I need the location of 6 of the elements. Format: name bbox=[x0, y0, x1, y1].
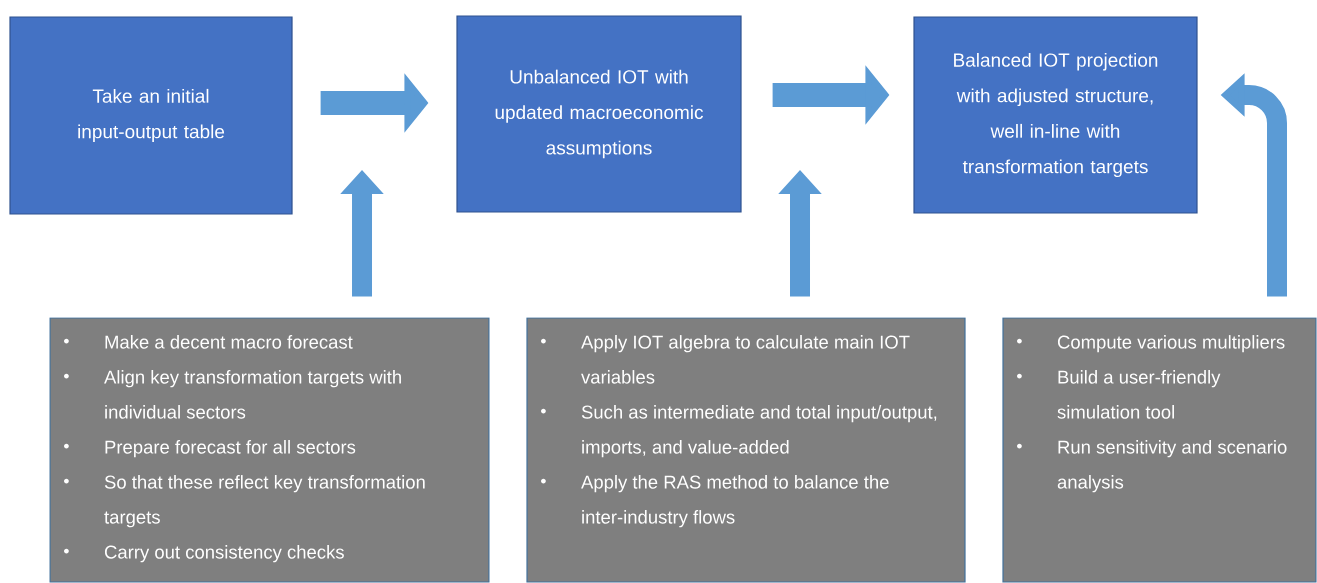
bullet-list-box: Make a decent macro forecast Align key transformation targets with individual sectors Prepare forecast for all sectors So that these reflect key transformation targets Carry out consistency checks bbox=[49, 317, 490, 583]
process-box: Take an initial input-output table bbox=[9, 16, 293, 215]
process-box: Unbalanced IOT with updated macroeconomic assumptions bbox=[456, 15, 742, 213]
bullet-list-box: Compute various multipliers Build a user-friendly simulation tool Run sensitivity and scenario analysis bbox=[1002, 317, 1317, 583]
process-box: Balanced IOT projection with adjusted structure, well in-line with transformation targets bbox=[913, 16, 1198, 214]
bullet-list-box: Apply IOT algebra to calculate main IOT variables Such as intermediate and total input/output, imports, and value-added Apply the RAS method to balance the inter-industry flows bbox=[526, 317, 966, 583]
